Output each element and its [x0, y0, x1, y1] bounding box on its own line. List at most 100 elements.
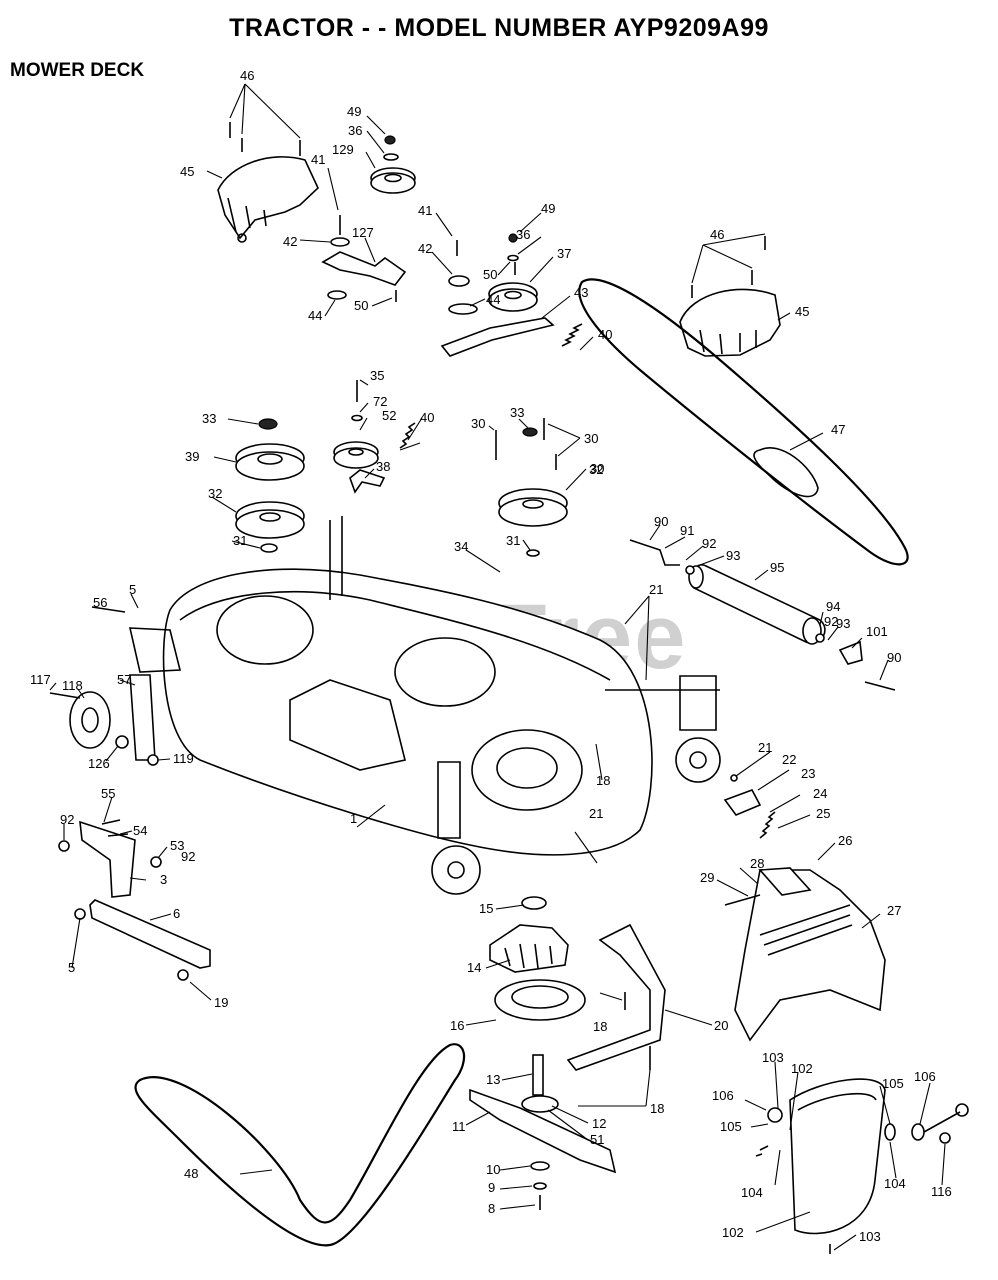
idler-37-arm-43: [440, 233, 583, 357]
spindle-14: [489, 896, 586, 1113]
callout-37: 37: [557, 246, 571, 261]
callout-33: 33: [202, 411, 216, 426]
callout-103: 103: [859, 1229, 881, 1244]
callout-14: 14: [467, 960, 481, 975]
callout-43: 43: [574, 285, 588, 300]
callout-33: 33: [510, 405, 524, 420]
blade-11: [469, 1088, 617, 1210]
callout-54: 54: [133, 823, 147, 838]
callout-44: 44: [308, 308, 322, 323]
callout-92: 92: [60, 812, 74, 827]
callout-41: 41: [311, 152, 325, 167]
callout-45: 45: [795, 304, 809, 319]
spring-40: [399, 422, 416, 449]
callout-45: 45: [180, 164, 194, 179]
callout-48: 48: [184, 1166, 198, 1181]
callout-22: 22: [782, 752, 796, 767]
callout-18: 18: [650, 1101, 664, 1116]
callout-57: 57: [117, 672, 131, 687]
callout-28: 28: [750, 856, 764, 871]
callout-51: 51: [590, 1132, 604, 1147]
screws-46-left: [229, 122, 301, 156]
callout-102: 102: [722, 1225, 744, 1240]
callout-42: 42: [283, 234, 297, 249]
callout-29: 29: [700, 870, 714, 885]
callout-46: 46: [710, 227, 724, 242]
bracket-20: [566, 923, 666, 1071]
callout-46: 46: [240, 68, 254, 83]
callout-18: 18: [593, 1019, 607, 1034]
callout-11: 11: [452, 1119, 466, 1134]
callout-31: 31: [506, 533, 520, 548]
callout-23: 23: [801, 766, 815, 781]
callout-52: 52: [382, 408, 396, 423]
callout-95: 95: [770, 560, 784, 575]
callout-9: 9: [488, 1180, 495, 1195]
callout-12: 12: [592, 1116, 606, 1131]
pulley-39-32-left: [235, 418, 305, 553]
discharge-chute-27: [724, 867, 886, 1042]
callout-106: 106: [914, 1069, 936, 1084]
callout-118: 118: [62, 678, 83, 693]
leader-lines: [49, 83, 946, 1251]
spring-25-bracket-23: [723, 774, 776, 839]
callout-104: 104: [741, 1185, 763, 1200]
belt-cover-left: [217, 156, 319, 243]
callout-104: 104: [884, 1176, 906, 1191]
callout-21: 21: [589, 806, 603, 821]
callout-105: 105: [720, 1119, 742, 1134]
callout-39: 39: [185, 449, 199, 464]
belt-cover-right: [679, 236, 781, 357]
callout-40: 40: [420, 410, 434, 425]
callout-92: 92: [824, 614, 838, 629]
callout-13: 13: [486, 1072, 500, 1087]
callout-38: 38: [376, 459, 390, 474]
callout-40: 40: [598, 327, 612, 342]
callout-91: 91: [680, 523, 694, 538]
callout-50: 50: [354, 298, 368, 313]
bracket-126: [321, 215, 407, 302]
callout-30: 30: [590, 461, 604, 476]
callout-117: 117: [30, 672, 51, 687]
callout-92: 92: [702, 536, 716, 551]
callout-21: 21: [758, 740, 772, 755]
callout-30: 30: [584, 431, 598, 446]
callout-93: 93: [726, 548, 740, 563]
callout-32: 32: [589, 462, 603, 477]
callout-105: 105: [882, 1076, 904, 1091]
callout-31: 31: [233, 533, 247, 548]
mulch-plate-101: [755, 1078, 969, 1254]
pulley-127: [370, 135, 416, 194]
callout-92: 92: [181, 849, 195, 864]
pulley-32-right: [495, 418, 568, 557]
callout-21: 21: [649, 582, 663, 597]
callout-49: 49: [541, 201, 555, 216]
mower-deck: [128, 516, 721, 895]
callout-106: 106: [712, 1088, 734, 1103]
callout-119: 119: [173, 751, 194, 766]
callout-94: 94: [826, 599, 840, 614]
callout-36: 36: [516, 227, 530, 242]
callout-5: 5: [68, 960, 75, 975]
callout-44: 44: [486, 292, 500, 307]
callout-93: 93: [836, 616, 850, 631]
callout-30: 30: [471, 416, 485, 431]
pulley-52-group: [333, 380, 386, 494]
callout-41: 41: [418, 203, 432, 218]
callout-127: 127: [352, 225, 374, 240]
callout-6: 6: [173, 906, 180, 921]
callout-50: 50: [483, 267, 497, 282]
callout-18: 18: [596, 773, 610, 788]
callout-129: 129: [332, 142, 354, 157]
callout-24: 24: [813, 786, 827, 801]
callout-27: 27: [887, 903, 901, 918]
callout-103: 103: [762, 1050, 784, 1065]
callout-1: 1: [350, 811, 357, 826]
belt-47: [578, 278, 909, 566]
callout-20: 20: [714, 1018, 728, 1033]
callout-55: 55: [101, 786, 115, 801]
roller-94: [629, 539, 896, 691]
callout-90: 90: [887, 650, 901, 665]
callout-3: 3: [160, 872, 167, 887]
